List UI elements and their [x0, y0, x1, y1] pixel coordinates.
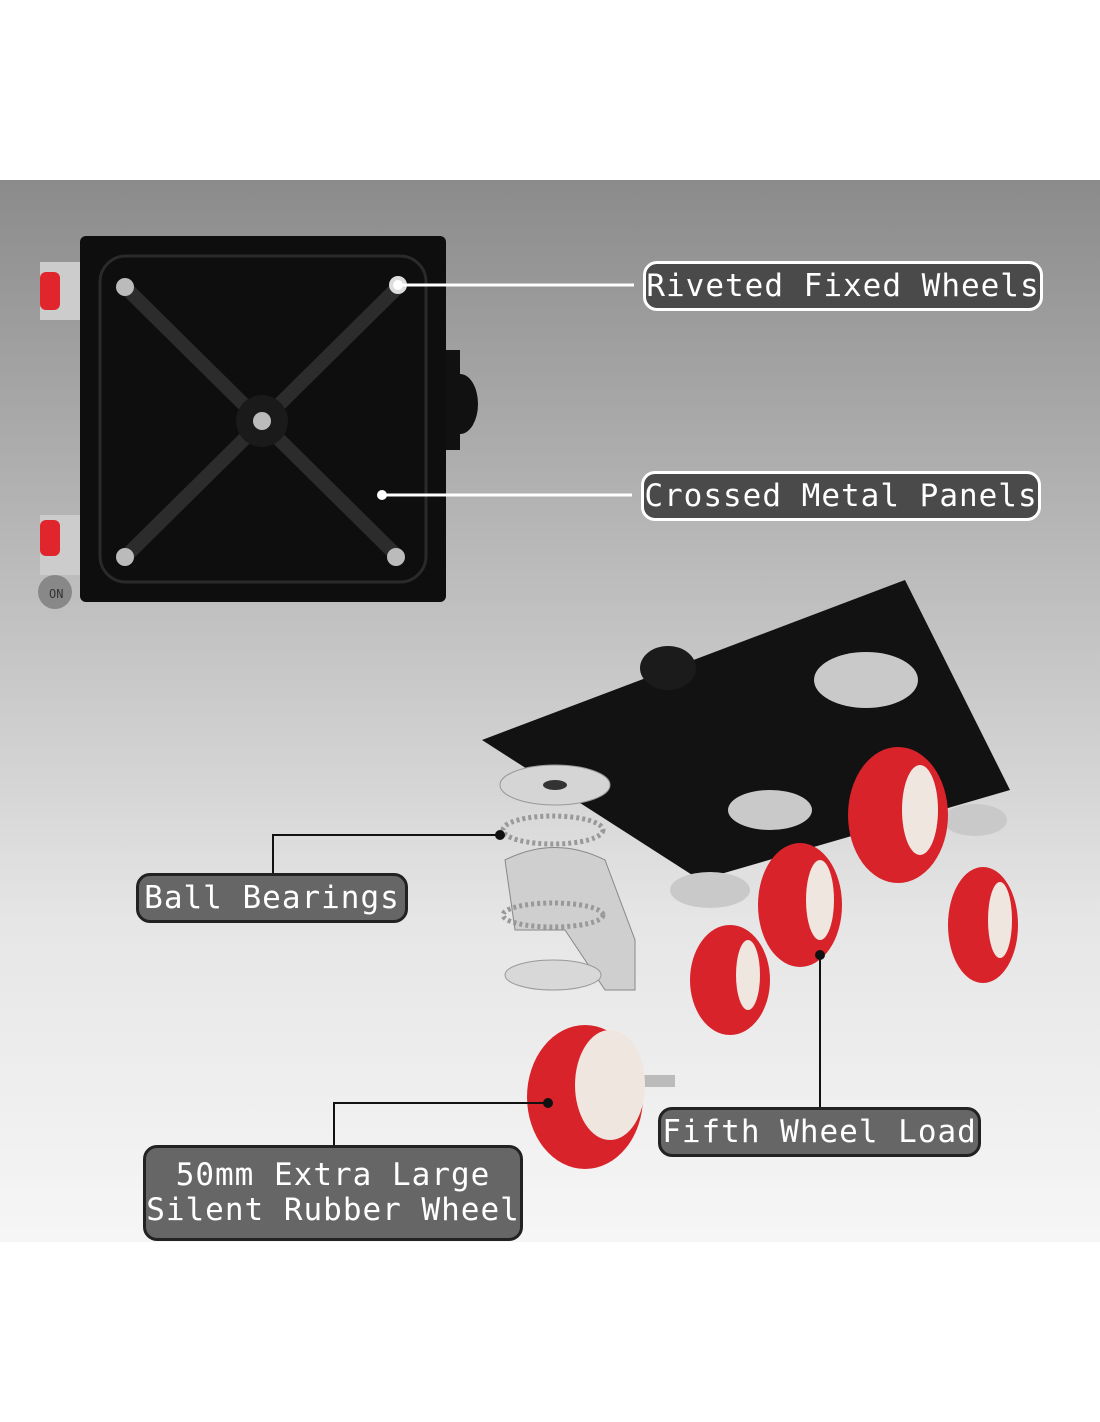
callout-wheel-line2: Silent Rubber Wheel: [146, 1192, 520, 1228]
callout-fifth-wheel-load: Fifth Wheel Load: [658, 1107, 981, 1157]
leader-wheel: [333, 1102, 548, 1145]
leader-bearings: [272, 834, 500, 873]
callout-rubber-wheel: 50mm Extra Large Silent Rubber Wheel: [143, 1145, 523, 1241]
callout-wheel-line1: 50mm Extra Large: [175, 1157, 491, 1194]
callout-crossed-metal-panels: Crossed Metal Panels: [641, 471, 1041, 521]
callout-riveted-fixed-wheels: Riveted Fixed Wheels: [643, 261, 1043, 311]
dolly-angled-view: [482, 580, 1018, 1169]
brake-label: ON: [49, 587, 63, 601]
callout-ball-bearings: Ball Bearings: [136, 873, 408, 923]
plate-top-view: ON: [38, 236, 478, 609]
